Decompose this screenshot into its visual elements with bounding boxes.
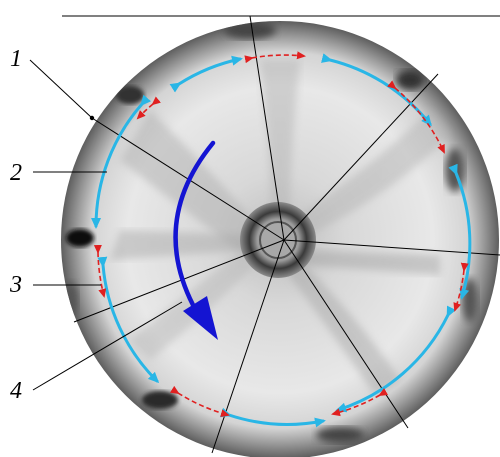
blade-shadow [260,60,300,225]
blue-arc-upper-left [91,94,152,229]
red-arc-left [93,244,107,298]
rim-spot [66,229,94,247]
callout-dot-1 [89,115,95,121]
blade-shadow [290,250,440,275]
blue-arc-bottom [219,407,326,428]
callout-leader-4 [32,301,183,391]
rotation-arrow-shaft [173,140,216,308]
rotation-arrow-head [183,296,218,340]
red-arcs [93,51,469,418]
rim-spot [116,86,144,104]
blue-arc-top [169,55,243,93]
red-arc-lower-right [331,388,389,417]
callout-leader-1 [29,59,93,119]
red-arc-bottom-left [169,385,230,418]
blade-shadow [120,110,265,255]
rim-spot [142,391,178,409]
red-arc-upper-right [387,80,445,154]
rim-spot [62,282,78,318]
blade-shadow [110,230,250,260]
callout-label-1: 1 [10,46,22,72]
callout-label-2: 2 [10,160,22,186]
callout-leaders [29,59,183,391]
red-arc-right [453,262,469,312]
rim-spot [316,427,364,443]
red-arc-upper-left [136,96,161,120]
callout-label-4: 4 [10,378,22,404]
disk-texture [62,21,478,443]
rim-spot [396,70,424,90]
rim-spot [224,21,276,39]
red-arc-top [244,51,306,64]
callout-label-3: 3 [9,272,22,298]
blade-shadow [130,245,260,360]
